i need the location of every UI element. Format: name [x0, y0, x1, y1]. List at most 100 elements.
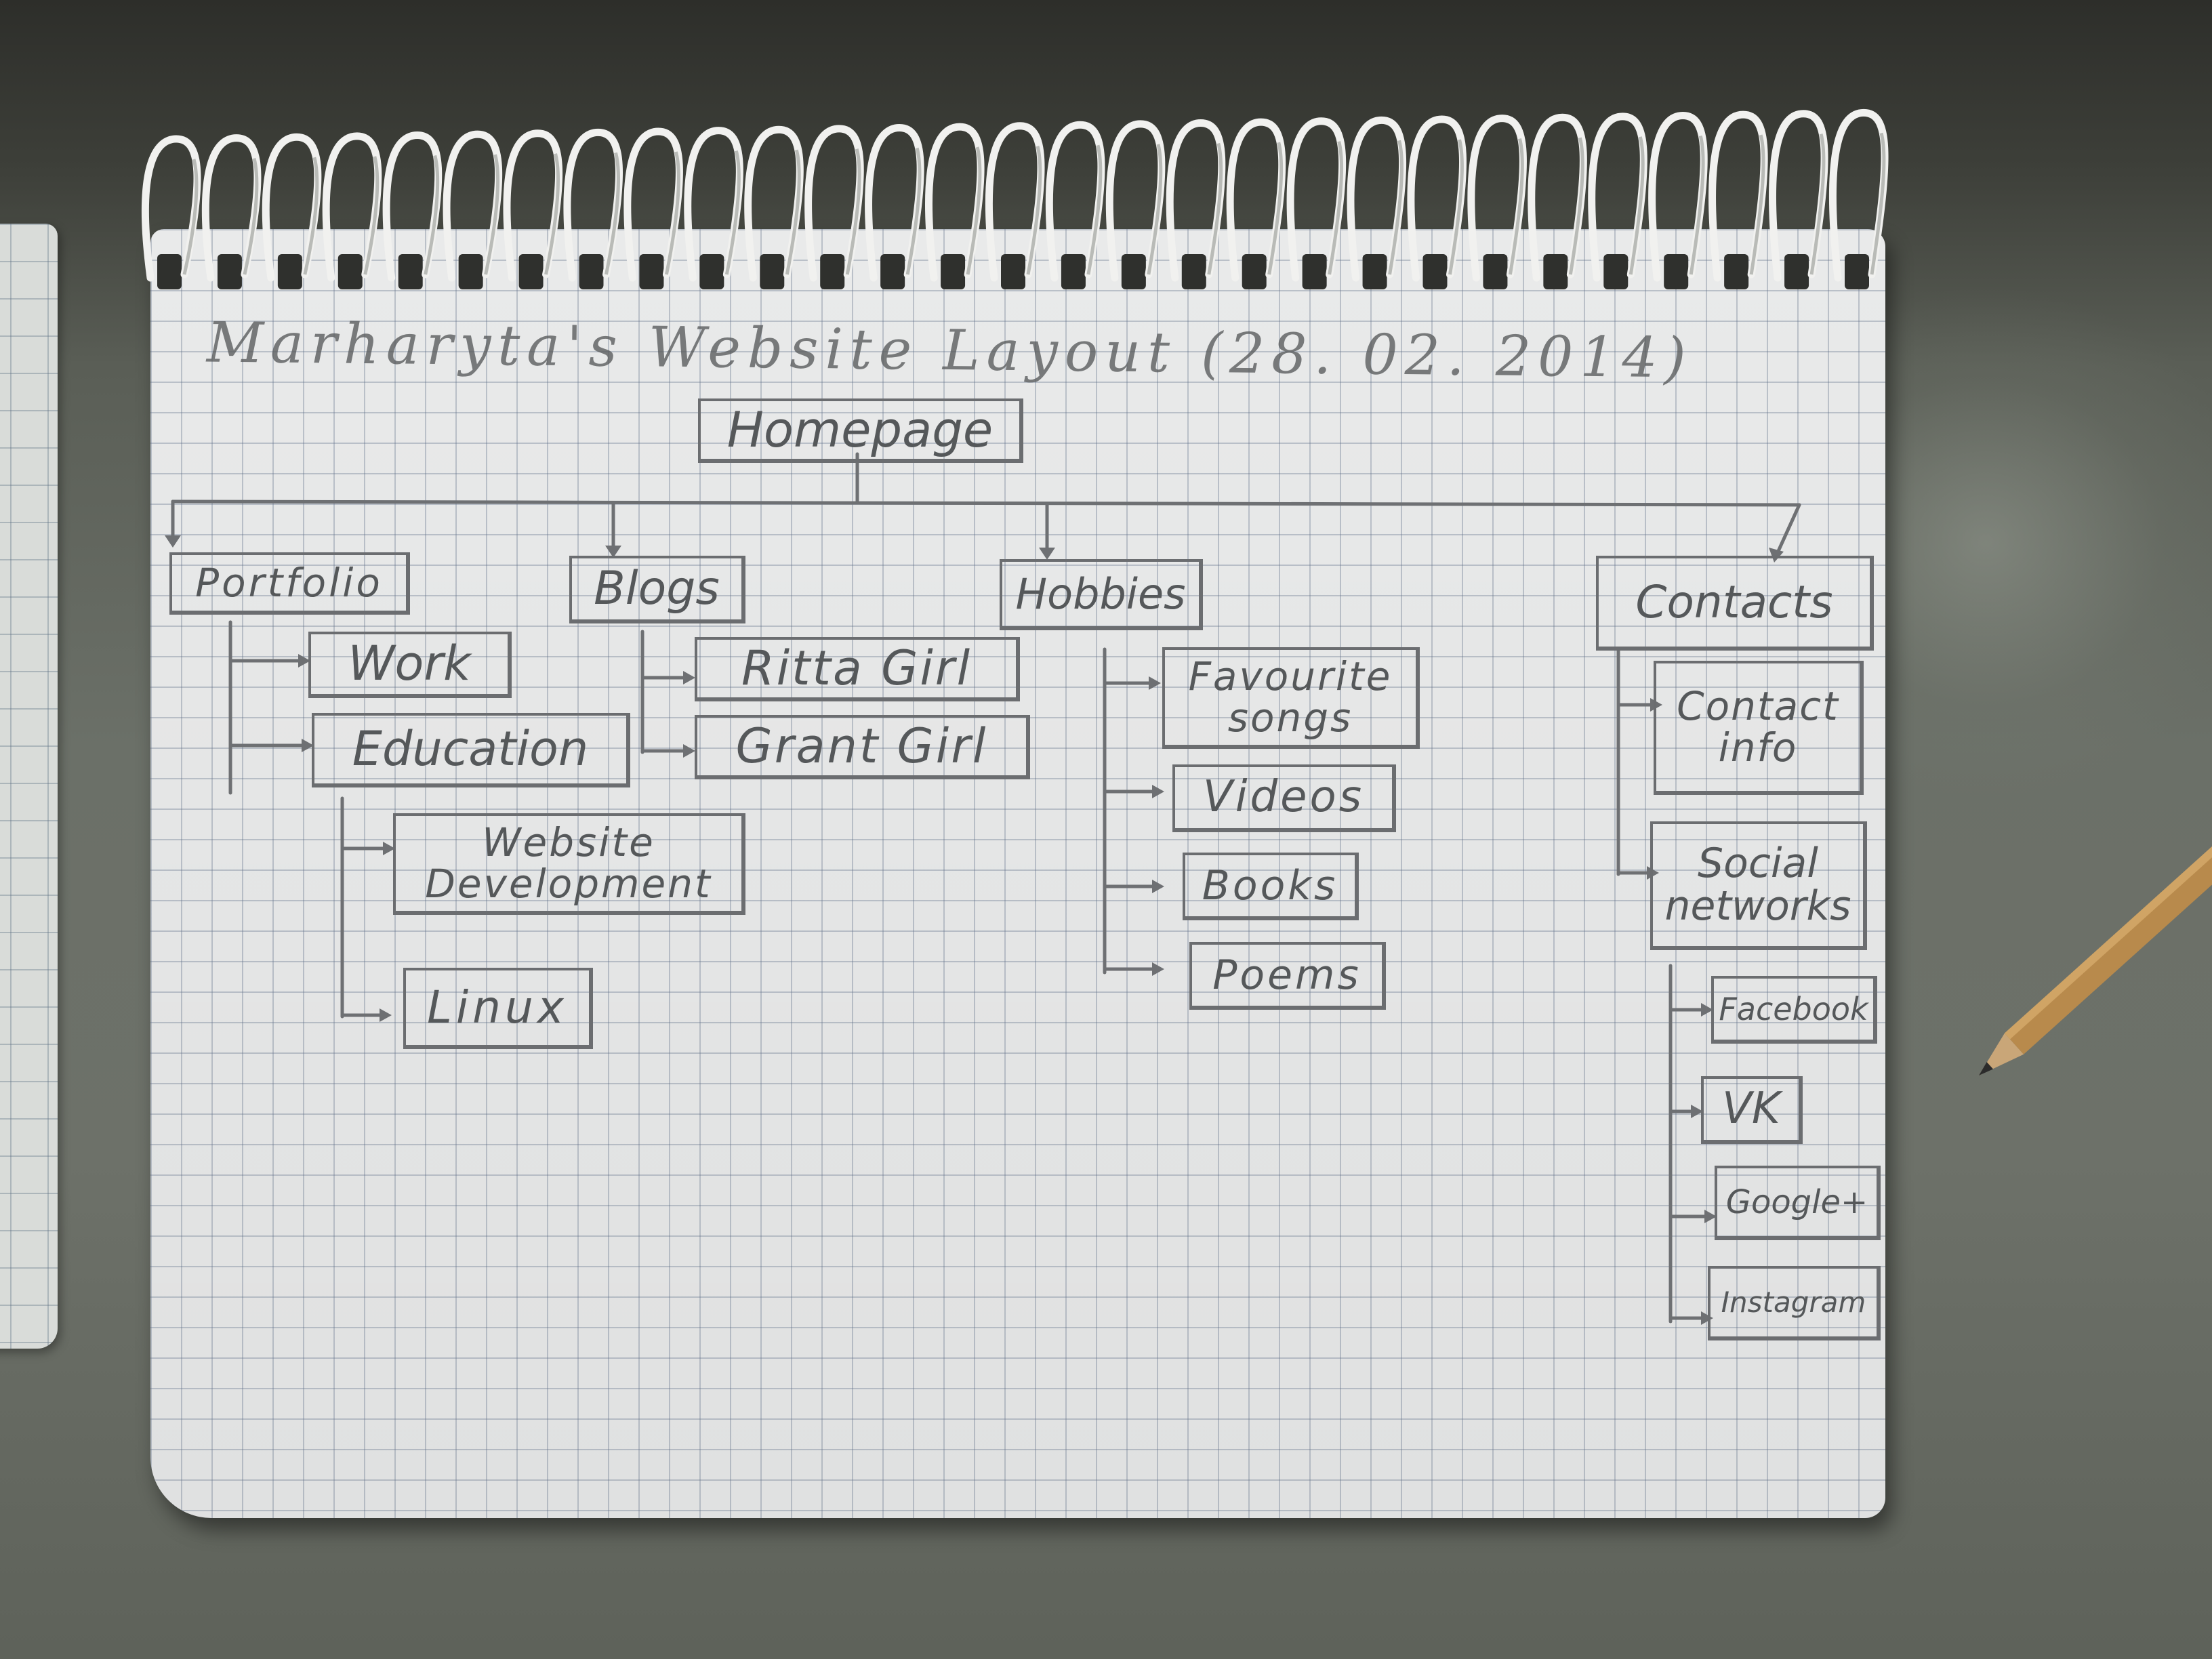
- spiral-coil-shadow: [785, 149, 801, 275]
- spiral-coil-shadow: [424, 155, 440, 275]
- spiral-coil-shadow: [1086, 144, 1103, 275]
- binding-hole: [1422, 254, 1448, 289]
- binding-hole: [277, 254, 302, 289]
- node-contact-info-label: Contact info: [1677, 686, 1839, 769]
- spiral-coil-shadow: [1026, 146, 1042, 275]
- binding-hole: [458, 254, 483, 289]
- spiral-coil-shadow: [845, 148, 861, 275]
- spiral-coil-shadow: [1870, 132, 1886, 275]
- node-website-development-label: Website Development: [425, 822, 712, 905]
- spiral-coil-shadow: [544, 153, 560, 275]
- spiral-coil-shadow: [664, 151, 680, 275]
- notebook-page: [150, 229, 1885, 1518]
- node-favourite-songs-label: Favourite songs: [1189, 656, 1393, 739]
- binding-hole: [157, 254, 182, 289]
- node-google-plus-label: Google+: [1725, 1183, 1868, 1221]
- node-contacts-label: Contacts: [1635, 576, 1833, 629]
- binding-hole: [1061, 254, 1086, 289]
- binding-hole: [518, 254, 544, 289]
- binding-hole: [639, 254, 664, 289]
- node-linux: Linux: [403, 968, 593, 1049]
- favourite-songs-line-2: songs: [1227, 695, 1353, 741]
- node-hobbies-label: Hobbies: [1015, 569, 1186, 619]
- arrowheads: [165, 535, 1784, 1325]
- node-portfolio: Portfolio: [169, 552, 410, 615]
- spiral-coil-shadow: [1207, 142, 1223, 275]
- spiral-coil-shadow: [1689, 135, 1705, 275]
- binding-hole: [1001, 254, 1025, 289]
- website-development-line-1: Website: [482, 819, 655, 866]
- node-instagram: Instagram: [1708, 1266, 1881, 1340]
- contact-info-line-2: info: [1718, 724, 1798, 771]
- node-poems-label: Poems: [1212, 951, 1361, 999]
- node-videos-label: Videos: [1202, 772, 1365, 823]
- binding-hole: [1302, 254, 1327, 289]
- node-work: Work: [308, 632, 512, 698]
- node-homepage: Homepage: [698, 398, 1023, 463]
- binding-hole: [760, 254, 785, 289]
- node-hobbies: Hobbies: [1000, 559, 1203, 630]
- binding-hole: [1483, 254, 1508, 289]
- node-social-networks-label: Social networks: [1665, 842, 1851, 928]
- spiral-coil-shadow: [966, 146, 982, 275]
- node-vk: VK: [1701, 1076, 1803, 1144]
- binding-hole: [880, 254, 905, 289]
- binding-hole: [1543, 254, 1568, 289]
- spiral-coil-shadow: [605, 152, 620, 275]
- spiral-coil-shadow: [905, 147, 922, 275]
- connector-main-bus: [171, 499, 1801, 507]
- node-grant-girl-label: Grant Girl: [735, 718, 988, 774]
- node-books: Books: [1183, 853, 1359, 920]
- spiral-coil-shadow: [1147, 144, 1163, 275]
- node-instagram-label: Instagram: [1721, 1285, 1866, 1319]
- spiral-coil-shadow: [303, 157, 319, 275]
- social-networks-line-1: Social: [1698, 840, 1818, 887]
- spiral-coil-shadow: [484, 154, 500, 275]
- spiral-coil-shadow: [1328, 141, 1344, 275]
- spiral-coil-shadow: [243, 157, 259, 275]
- node-grant-girl: Grant Girl: [695, 715, 1030, 779]
- node-books-label: Books: [1202, 861, 1338, 909]
- node-ritta-girl-label: Ritta Girl: [741, 640, 972, 696]
- binding-hole: [820, 254, 845, 289]
- adjacent-notebook-page: [0, 224, 58, 1349]
- spiral-coil-shadow: [1749, 134, 1765, 275]
- spiral-coil-shadow: [1448, 139, 1464, 275]
- node-blogs-label: Blogs: [594, 562, 720, 616]
- binding-hole: [217, 254, 242, 289]
- pencil: [1979, 811, 2212, 1076]
- node-linux-label: Linux: [427, 981, 568, 1034]
- node-contacts: Contacts: [1596, 556, 1874, 651]
- spiral-coil-shadow: [1809, 134, 1826, 275]
- node-homepage-label: Homepage: [726, 401, 994, 458]
- binding-hole: [579, 254, 604, 289]
- binding-hole: [1242, 254, 1267, 289]
- spiral-coil-shadow: [1629, 136, 1645, 275]
- binding-hole: [1664, 254, 1689, 289]
- node-education: Education: [312, 713, 630, 787]
- node-website-development: Website Development: [393, 813, 745, 915]
- node-education-label: Education: [352, 721, 589, 777]
- node-contact-info: Contact info: [1654, 661, 1864, 795]
- node-poems: Poems: [1189, 942, 1386, 1010]
- node-vk-label: VK: [1722, 1084, 1780, 1134]
- connector-to-contacts: [1774, 503, 1801, 559]
- spiral-coil-shadow: [724, 150, 741, 275]
- binding-hole: [1121, 254, 1146, 289]
- node-blogs: Blogs: [569, 556, 745, 623]
- node-videos: Videos: [1172, 764, 1396, 832]
- node-ritta-girl: Ritta Girl: [695, 637, 1020, 701]
- binding-hole: [941, 254, 966, 289]
- binding-hole: [1181, 254, 1206, 289]
- binding-hole: [1845, 254, 1869, 289]
- favourite-songs-line-1: Favourite: [1188, 653, 1393, 700]
- spiral-coil-shadow: [1388, 140, 1404, 275]
- social-networks-line-2: networks: [1664, 882, 1851, 930]
- binding-hole: [337, 254, 363, 289]
- node-facebook-label: Facebook: [1719, 990, 1868, 1027]
- node-favourite-songs: Favourite songs: [1162, 647, 1420, 749]
- spiral-coil-shadow: [1267, 142, 1284, 275]
